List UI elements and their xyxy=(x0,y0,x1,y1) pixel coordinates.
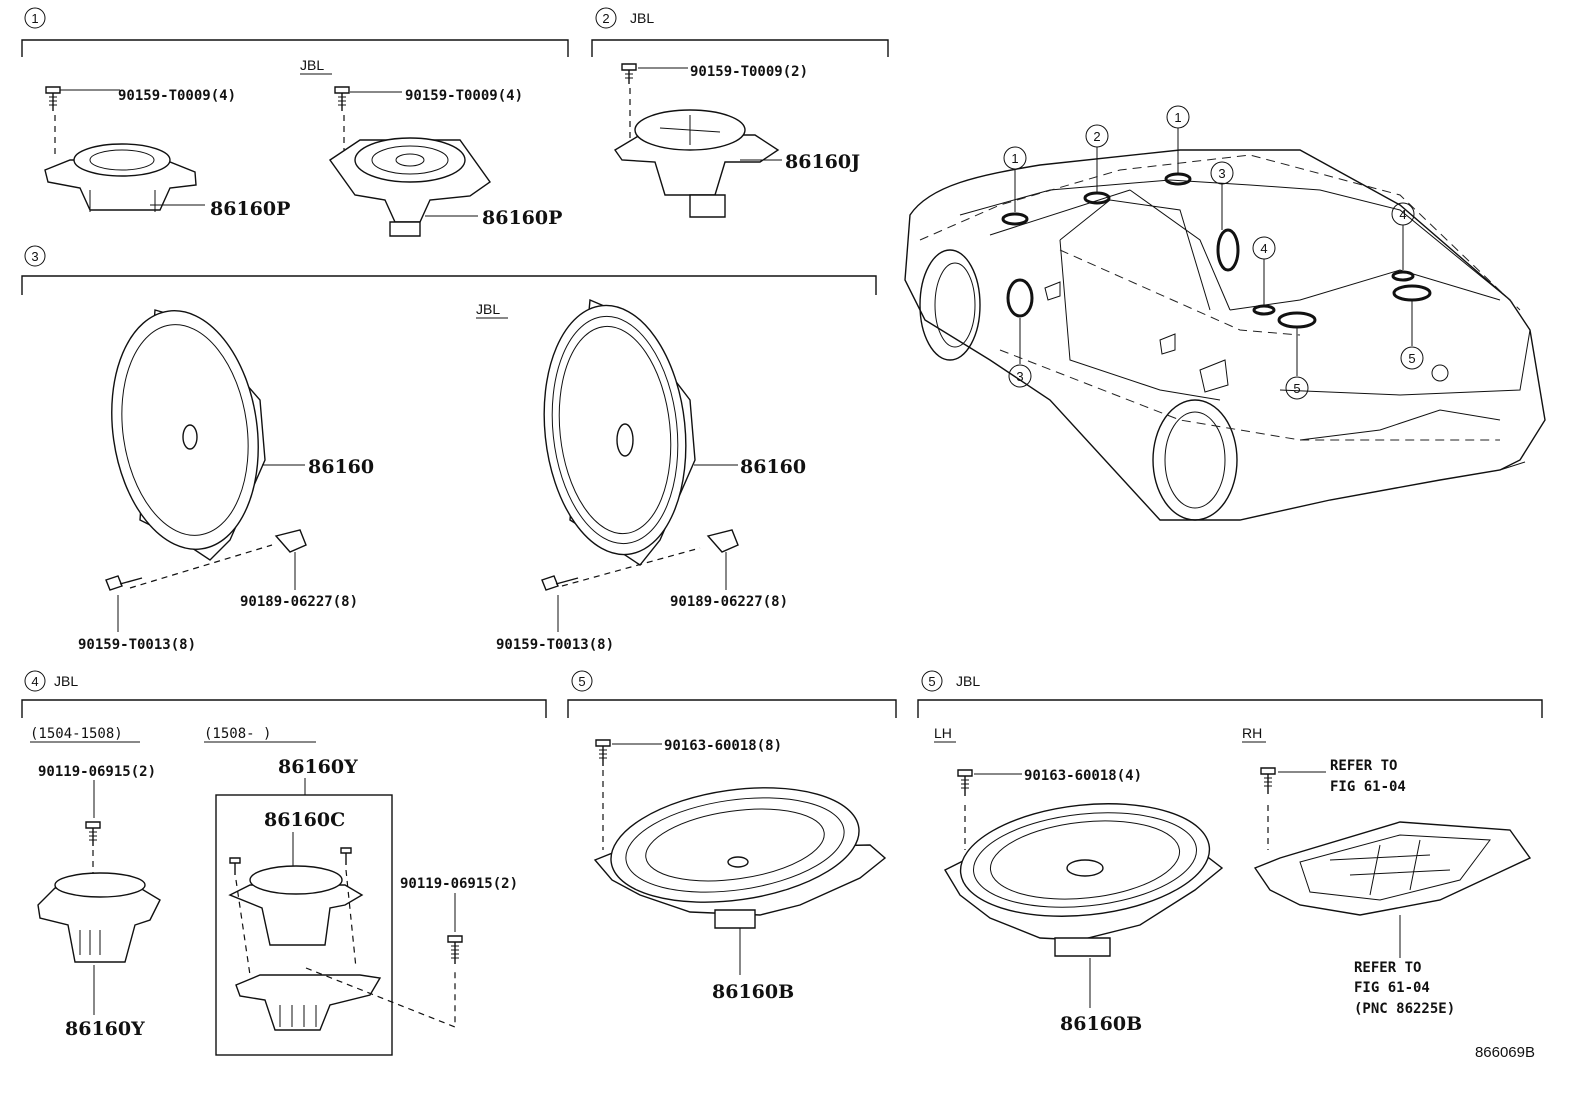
section-4: 4 JBL (1504-1508) 90119-06915(2) 86160Y … xyxy=(21,670,547,1056)
section-5-jbl-number: 5 xyxy=(928,674,935,689)
s4-b-sub-label: 86160C xyxy=(264,809,345,831)
car-callout-4b: 4 xyxy=(1260,241,1267,256)
s3-left-clip-label: 90189-06227(8) xyxy=(240,594,358,610)
s4-a-period: (1504-1508) xyxy=(30,726,123,742)
section-3-brand: JBL xyxy=(476,301,500,317)
car-callout-1: 1 xyxy=(1011,151,1018,166)
s2-screw-label: 90159-T0009(2) xyxy=(690,64,808,80)
door-speaker-icon xyxy=(111,309,266,561)
jbl-oval-speaker-icon xyxy=(944,803,1224,957)
clip-nut-icon xyxy=(706,529,739,553)
section-1: 1 90159-T0009(4) 86160P JBL 90159-T0009(… xyxy=(21,7,569,237)
car-callout-3b: 3 xyxy=(1016,369,1023,384)
s1-right-brand: JBL xyxy=(300,57,324,73)
jbl-tweeter-assembly-icon xyxy=(228,865,382,1031)
section-4-number: 4 xyxy=(31,674,38,689)
screw-icon xyxy=(45,86,61,111)
s5jbl-lh-side: LH xyxy=(934,725,952,741)
jbl-door-speaker-icon xyxy=(543,298,696,566)
s3-left-speaker-label: 86160 xyxy=(308,456,374,478)
s3-right-speaker-label: 86160 xyxy=(740,456,806,478)
s4-b-period: (1508- ) xyxy=(204,726,271,742)
s5jbl-rh-side: RH xyxy=(1242,725,1262,741)
s5jbl-lh-screw-label: 90163-60018(4) xyxy=(1024,768,1142,784)
car-callout-4: 4 xyxy=(1399,207,1406,222)
s4-b-assembly-label: 86160Y xyxy=(278,756,358,778)
s4-b-screw-label: 90119-06915(2) xyxy=(400,876,518,892)
s3-right-screw-label: 90159-T0013(8) xyxy=(496,637,614,653)
car-callout-2: 2 xyxy=(1093,129,1100,144)
section-4-brand: JBL xyxy=(54,673,78,689)
car-callout-5b: 5 xyxy=(1293,381,1300,396)
car-callout-3: 3 xyxy=(1218,166,1225,181)
car-illustration: 1 2 1 3 4 4 3 5 5 xyxy=(904,105,1546,521)
screw-icon xyxy=(85,821,101,846)
screw-icon xyxy=(957,769,973,796)
screw-icon xyxy=(447,935,463,964)
s5jbl-rh-ref1-line2: FIG 61-04 xyxy=(1330,779,1406,795)
s5jbl-rh-ref2-line2: FIG 61-04 xyxy=(1354,980,1430,996)
section-2: 2 JBL 90159-T0009(2) 86160J xyxy=(591,7,889,218)
s1-left-screw-label: 90159-T0009(4) xyxy=(118,88,236,104)
jbl-tweeter-speaker-icon xyxy=(329,137,491,237)
s1-left-speaker-label: 86160P xyxy=(210,198,290,220)
s4-a-screw-label: 90119-06915(2) xyxy=(38,764,156,780)
screw-icon xyxy=(334,86,350,111)
speaker-bracket-icon xyxy=(1253,821,1532,916)
jbl-tweeter-speaker-icon xyxy=(613,109,780,218)
s2-speaker-label: 86160J xyxy=(785,151,860,173)
s5jbl-rh-ref2-line3: (PNC 86225E) xyxy=(1354,1001,1455,1017)
car-callout-5: 5 xyxy=(1408,351,1415,366)
car-callout-1b: 1 xyxy=(1174,110,1181,125)
tweeter-speaker-icon xyxy=(44,143,197,212)
section-5-jbl: 5 JBL LH 90163-60018(4) 86160B RH REFER … xyxy=(917,670,1543,1035)
screw-icon xyxy=(229,847,352,875)
s5jbl-rh-ref2-line1: REFER TO xyxy=(1354,960,1421,976)
section-3: 3 JBL 86160 90189-06227(8) 90159-T0013(8… xyxy=(21,245,877,653)
s5-screw-label: 90163-60018(8) xyxy=(664,738,782,754)
screw-icon xyxy=(595,739,611,766)
s5-speaker-label: 86160B xyxy=(712,981,794,1003)
s3-left-screw-label: 90159-T0013(8) xyxy=(78,637,196,653)
screw-icon xyxy=(1260,767,1276,794)
section-1-number: 1 xyxy=(31,11,38,26)
section-5-jbl-brand: JBL xyxy=(956,673,980,689)
screw-icon xyxy=(621,63,637,84)
section-5: 5 90163-60018(8) 86160B xyxy=(567,670,897,1003)
section-3-number: 3 xyxy=(31,249,38,264)
screw-icon xyxy=(105,575,143,591)
section-2-brand: JBL xyxy=(630,10,654,26)
car-callout-circles: 1 2 1 3 4 4 3 5 5 xyxy=(1003,105,1424,400)
s5jbl-rh-ref1-line1: REFER TO xyxy=(1330,758,1397,774)
assembly-box xyxy=(215,794,393,1056)
s1-right-screw-label: 90159-T0009(4) xyxy=(405,88,523,104)
clip-nut-icon xyxy=(274,529,307,553)
oval-speaker-icon xyxy=(593,787,887,929)
tweeter-speaker-icon xyxy=(37,872,161,963)
figure-code: 866069B xyxy=(1475,1044,1535,1061)
screw-icon xyxy=(541,575,579,591)
section-5-number: 5 xyxy=(578,674,585,689)
s1-right-speaker-label: 86160P xyxy=(482,207,562,229)
s3-right-clip-label: 90189-06227(8) xyxy=(670,594,788,610)
section-2-number: 2 xyxy=(602,11,609,26)
s5jbl-lh-speaker-label: 86160B xyxy=(1060,1013,1142,1035)
s4-a-speaker-label: 86160Y xyxy=(65,1018,145,1040)
